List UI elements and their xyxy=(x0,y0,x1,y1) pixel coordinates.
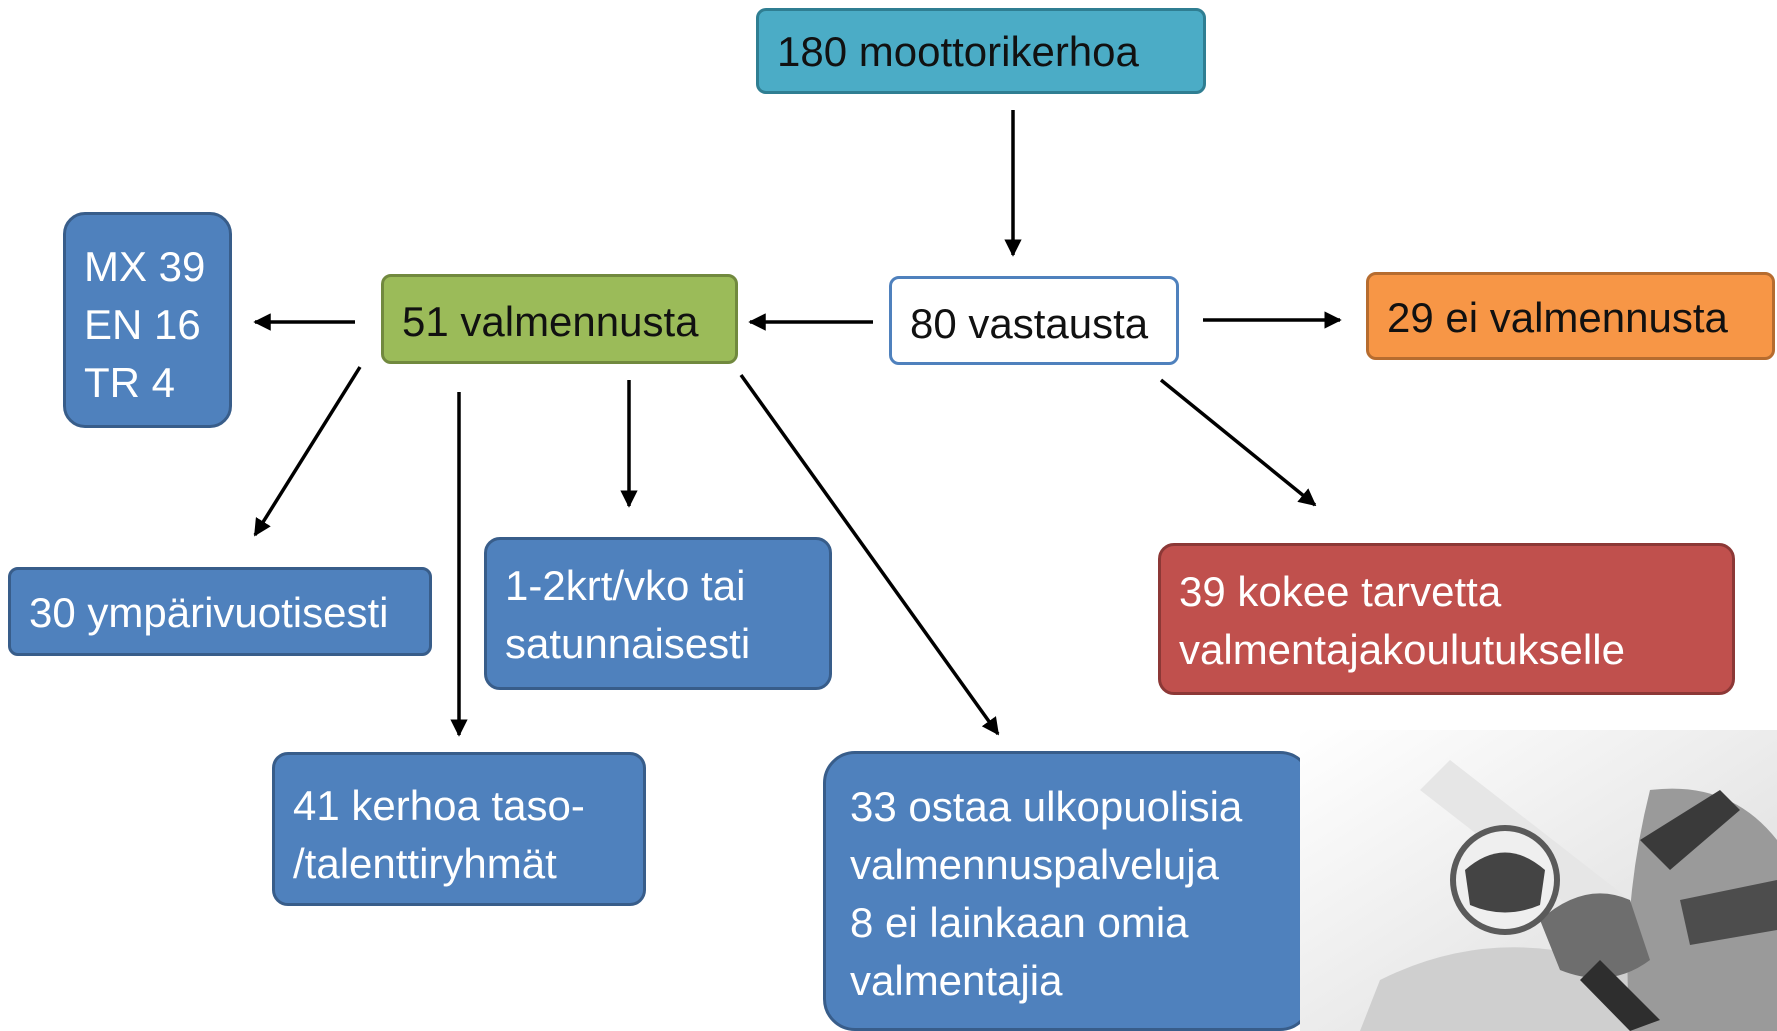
node-year-round-line: 30 ympärivuotisesti xyxy=(29,589,389,636)
node-disciplines-line: EN 16 xyxy=(84,301,201,348)
node-no-coaching-line: 29 ei valmennusta xyxy=(1387,294,1728,341)
node-disciplines-line: MX 39 xyxy=(84,243,206,290)
node-external: 33 ostaa ulkopuolisia valmennuspalveluja… xyxy=(823,751,1312,1031)
node-external-line: 33 ostaa ulkopuolisia xyxy=(850,783,1243,830)
node-disciplines: MX 39 EN 16 TR 4 xyxy=(63,212,232,428)
node-coaching-line: 51 valmennusta xyxy=(402,298,699,345)
node-training-need-line: 39 kokee tarvetta xyxy=(1179,568,1502,615)
node-talent-groups: 41 kerhoa taso- /talenttiryhmät xyxy=(272,752,646,906)
node-coaching: 51 valmennusta xyxy=(381,274,738,364)
node-responses-line: 80 vastausta xyxy=(910,300,1149,347)
arrow-coaching-to-year-round xyxy=(253,366,362,537)
node-clubs: 180 moottorikerhoa xyxy=(756,8,1206,94)
arrow-responses-to-training-need xyxy=(1159,378,1317,507)
motorcycle-rider-photo xyxy=(1300,730,1777,1031)
node-responses: 80 vastausta xyxy=(889,276,1179,365)
node-training-need-line: valmentajakoulutukselle xyxy=(1179,626,1625,673)
node-disciplines-line: TR 4 xyxy=(84,359,176,406)
node-frequency-line: satunnaisesti xyxy=(505,620,751,667)
node-talent-groups-line: /talenttiryhmät xyxy=(293,840,557,887)
node-external-line: 8 ei lainkaan omia xyxy=(850,899,1189,946)
node-external-line: valmennuspalveluja xyxy=(850,841,1219,888)
node-frequency: 1-2krt/vko tai satunnaisesti xyxy=(484,537,832,690)
node-year-round: 30 ympärivuotisesti xyxy=(8,567,432,656)
node-talent-groups-line: 41 kerhoa taso- xyxy=(293,782,585,829)
node-training-need: 39 kokee tarvetta valmentajakoulutuksell… xyxy=(1158,543,1735,695)
node-clubs-line: 180 moottorikerhoa xyxy=(777,28,1139,75)
node-frequency-line: 1-2krt/vko tai xyxy=(505,562,746,609)
node-external-line: valmentajia xyxy=(850,957,1063,1004)
arrow-coaching-to-external xyxy=(739,373,1000,736)
node-no-coaching: 29 ei valmennusta xyxy=(1366,272,1775,360)
